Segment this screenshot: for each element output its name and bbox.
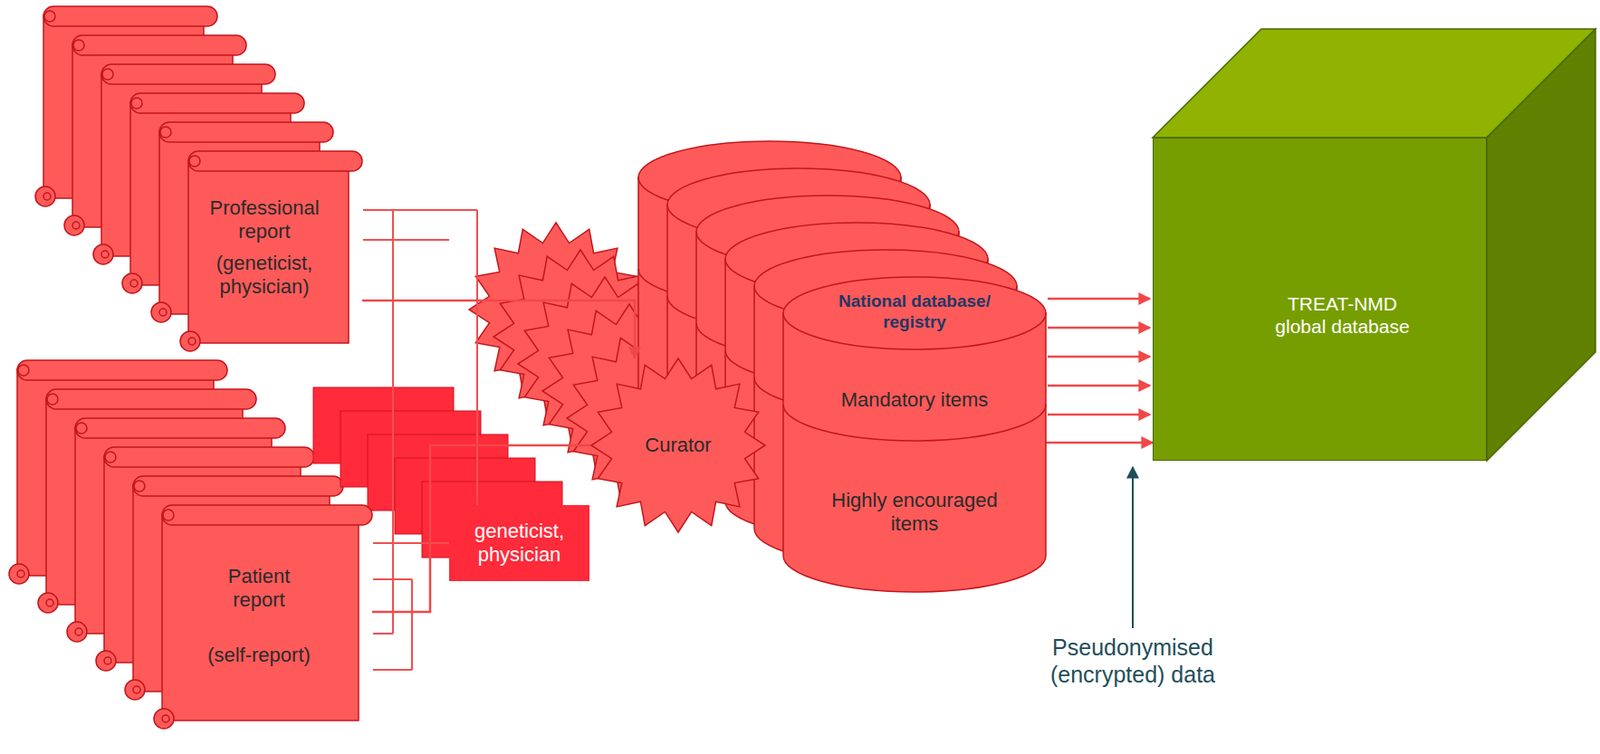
scroll-curl [180, 331, 201, 352]
scroll-curl [64, 215, 85, 236]
database-band: Highly encouraged items [819, 458, 1010, 567]
scroll-curl [160, 126, 172, 138]
professional-report: Professional report (geneticist, physicia… [179, 151, 363, 353]
curator-star: Curator [591, 358, 766, 533]
cube [1152, 28, 1596, 461]
scroll-roll [162, 505, 373, 526]
scroll-curl [44, 10, 56, 22]
scroll-roll [17, 360, 228, 381]
scroll-curl [18, 364, 29, 376]
pointer-arrow [1131, 467, 1134, 629]
scroll-curl [47, 393, 58, 405]
scroll-curl [153, 708, 174, 729]
scroll-roll [101, 64, 276, 85]
connector [1045, 441, 1153, 445]
node-title: geneticist, physician [458, 519, 581, 568]
scroll-curl [122, 273, 143, 294]
scroll-roll [130, 93, 305, 114]
scroll-curl [101, 250, 109, 259]
scroll-curl [162, 715, 170, 723]
feed-line [411, 579, 413, 671]
scroll-curl [124, 680, 145, 700]
scroll-curl [9, 564, 29, 585]
cylinder-top [783, 277, 1046, 350]
node-title: Highly encouraged items [823, 488, 1006, 537]
scroll-curl [162, 509, 174, 521]
node-title: Patient report [209, 565, 309, 614]
patient-report: Patient report (self-report) [153, 505, 373, 730]
scroll-curl [188, 337, 196, 345]
scroll-curl [38, 593, 58, 614]
global-database-cube: TREAT-NMD global database [1152, 137, 1487, 461]
scroll-curl [133, 686, 141, 694]
scroll-curl [134, 480, 145, 492]
database-cylinder: National database/ registryMandatory ite… [783, 277, 1046, 593]
scroll-curl [102, 68, 114, 80]
feed-line [373, 632, 393, 635]
upload-arrow [1047, 384, 1150, 388]
star-outline [591, 358, 766, 533]
scroll-curl [46, 599, 54, 607]
upload-arrow [1047, 326, 1150, 330]
feed-line [373, 669, 412, 671]
scroll-roll [46, 389, 257, 410]
cylinder-body [783, 313, 1046, 593]
reviewer-box: geneticist, physician [449, 505, 590, 582]
scroll-roll [104, 447, 315, 468]
scroll-curl [105, 451, 116, 463]
node-title: National database/ registry [811, 291, 1018, 334]
upload-arrow [1047, 297, 1150, 301]
scroll-curl [130, 279, 138, 288]
node-title: Curator [644, 433, 711, 458]
patient-report-outline [153, 505, 373, 730]
upload-arrow [1047, 413, 1150, 417]
scroll-curl [35, 186, 56, 207]
feed-line [476, 210, 479, 544]
feed-line [392, 210, 394, 634]
cube-side [1486, 28, 1596, 461]
feed-line [363, 239, 450, 241]
scroll-curl [17, 570, 25, 578]
scroll-roll [188, 151, 363, 172]
scroll-curl [73, 39, 85, 51]
scroll-roll [75, 418, 286, 439]
scroll-body [188, 160, 349, 344]
node-title: Professional report [201, 196, 328, 245]
node-subtitle: (self-report) [207, 643, 311, 668]
scroll-curl [76, 422, 87, 434]
scroll-body [162, 514, 359, 721]
scroll-roll [43, 6, 218, 27]
scroll-curl [151, 302, 172, 323]
scroll-curl [72, 221, 80, 230]
scroll-roll [133, 476, 344, 497]
feed-line [363, 209, 478, 211]
node-subtitle: (geneticist, physician) [201, 251, 328, 300]
upload-arrow [1047, 355, 1150, 359]
scroll-curl [75, 628, 83, 636]
scroll-roll [159, 122, 334, 143]
scroll-curl [95, 651, 116, 671]
scroll-curl [93, 244, 114, 265]
database-band: Mandatory items [801, 376, 1028, 424]
scroll-curl [131, 97, 143, 109]
scroll-curl [43, 192, 51, 201]
node-title: TREAT-NMD global database [1267, 292, 1418, 338]
feed-lines [363, 210, 478, 671]
feed-line [373, 578, 412, 581]
node-title: Mandatory items [841, 388, 989, 412]
connector [372, 445, 592, 613]
scroll-curl [189, 155, 201, 167]
scroll-curl [159, 308, 167, 317]
upload-arrows [1047, 298, 1150, 415]
scroll-curl [104, 657, 112, 665]
connector [362, 300, 635, 359]
data-note: Pseudonymised (encrypted) data [1046, 633, 1219, 689]
scroll-curl [67, 622, 87, 642]
scroll-roll [72, 35, 247, 56]
